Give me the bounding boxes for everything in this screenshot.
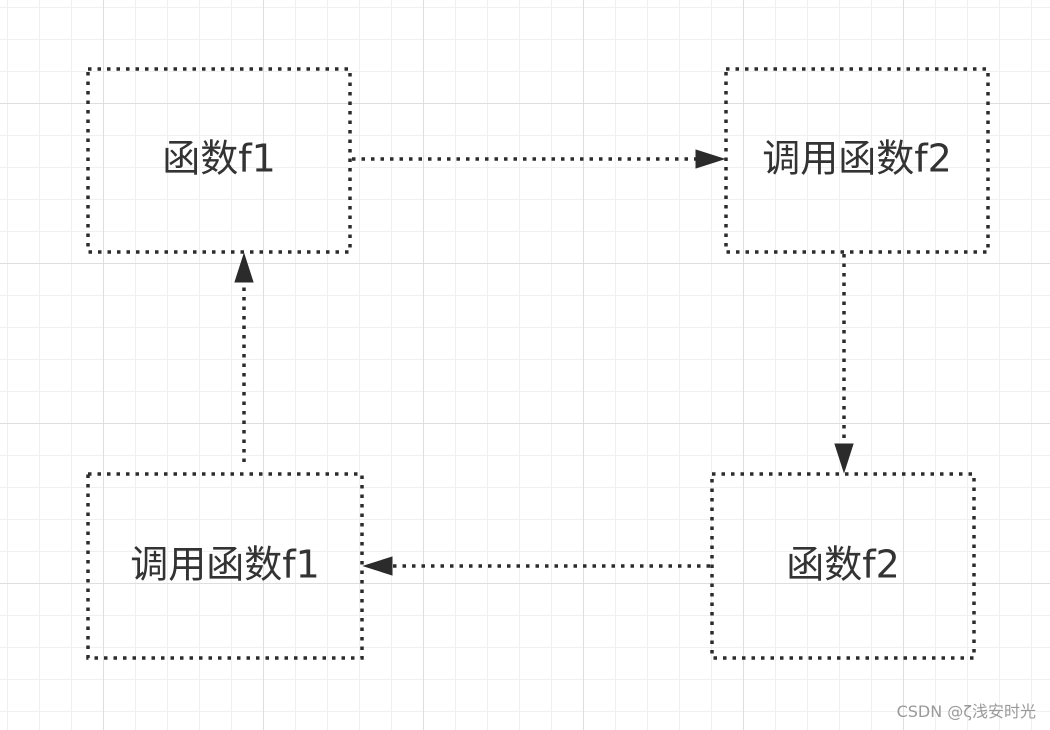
node-f1[interactable]: 函数f1 (86, 67, 352, 254)
node-f2[interactable]: 函数f2 (710, 472, 976, 660)
node-f2-label: 函数f2 (786, 543, 900, 587)
node-f2-box (710, 472, 976, 660)
node-call-f2-label: 调用函数f2 (762, 137, 952, 181)
edge-call-f1-to-f1 (234, 252, 254, 462)
edge-f1-to-call-f2 (352, 149, 726, 169)
edge-f2-to-call-f1 (362, 556, 710, 576)
node-call-f1-label: 调用函数f1 (130, 543, 320, 587)
edge-call-f2-to-f2 (834, 254, 854, 474)
node-f1-label: 函数f1 (162, 137, 276, 181)
arrow-down-icon (834, 443, 854, 474)
watermark: CSDN @ζ浅安时光 (896, 702, 1036, 721)
arrow-right-icon (695, 149, 726, 169)
node-f1-box (86, 67, 352, 254)
node-call-f1[interactable]: 调用函数f1 (86, 472, 364, 660)
arrow-left-icon (362, 556, 393, 576)
node-call-f2-box (724, 67, 990, 254)
arrow-up-icon (234, 252, 254, 283)
node-call-f2[interactable]: 调用函数f2 (724, 67, 990, 254)
